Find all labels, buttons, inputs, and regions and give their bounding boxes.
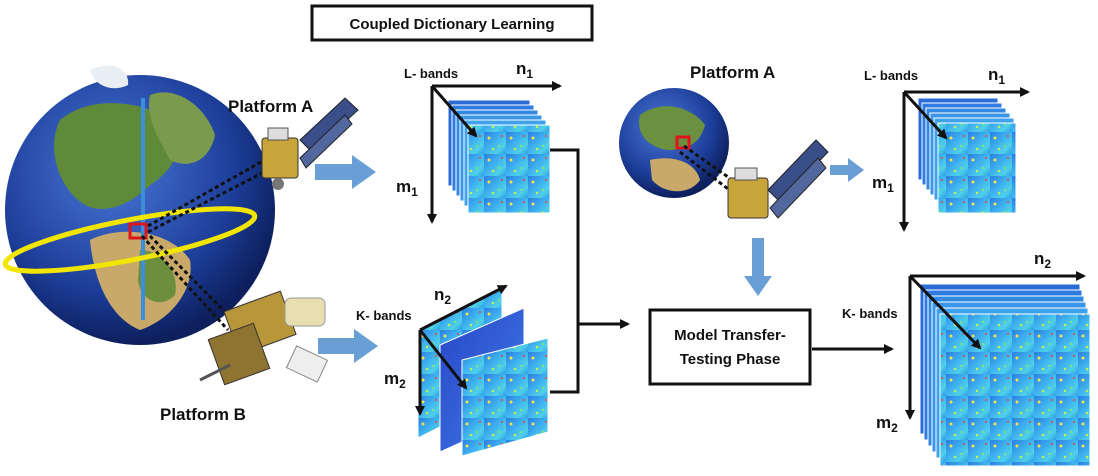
n1-right-label: n1 <box>988 65 1005 87</box>
sensor-lines-b <box>140 234 240 332</box>
flow-arrow-down-to-model <box>744 238 772 296</box>
model-transfer-box: Model Transfer- Testing Phase <box>648 308 812 386</box>
satellite-a-right-icon <box>727 139 829 219</box>
satellite-a-icon <box>261 97 359 190</box>
target-region-marker <box>128 222 148 240</box>
target-region-marker-right <box>675 135 691 150</box>
platform-a-right-label: Platform A <box>690 63 775 82</box>
l-bands-cube-right <box>899 87 1030 232</box>
k-bands-left-label: K- bands <box>356 308 412 323</box>
m1-right-label: m1 <box>872 173 894 195</box>
model-box-line1: Model Transfer- <box>674 327 786 344</box>
n2-left-label: n2 <box>434 285 451 307</box>
flow-arrow-a-to-lbands <box>315 155 376 189</box>
platform-a-left-label: Platform A <box>228 97 313 116</box>
title-text: Coupled Dictionary Learning <box>349 16 554 33</box>
k-bands-right-label: K- bands <box>842 306 898 321</box>
l-bands-cube-left <box>427 81 562 224</box>
k-bands-cube-right <box>905 271 1091 467</box>
sensor-lines-a-right <box>679 144 739 194</box>
l-bands-left-label: L- bands <box>404 66 458 81</box>
n2-right-label: n2 <box>1034 249 1051 271</box>
satellite-b-icon <box>199 290 329 386</box>
m2-left-label: m2 <box>384 369 406 391</box>
orbit-ring <box>2 206 258 274</box>
k-bands-stack-left <box>415 284 549 457</box>
model-box-line2: Testing Phase <box>680 351 781 368</box>
title-box: Coupled Dictionary Learning <box>310 4 594 42</box>
l-bands-right-label: L- bands <box>864 68 918 83</box>
earth-globe-right <box>619 88 729 198</box>
n1-left-label: n1 <box>516 59 533 81</box>
flow-arrow-right-to-lbands <box>830 158 864 182</box>
sensor-lines-a <box>147 156 273 234</box>
m2-right-label: m2 <box>876 413 898 435</box>
platform-b-label: Platform B <box>160 405 246 424</box>
flow-arrow-b-to-kbands <box>318 329 378 363</box>
m1-left-label: m1 <box>396 177 418 199</box>
merge-connector <box>550 148 630 394</box>
